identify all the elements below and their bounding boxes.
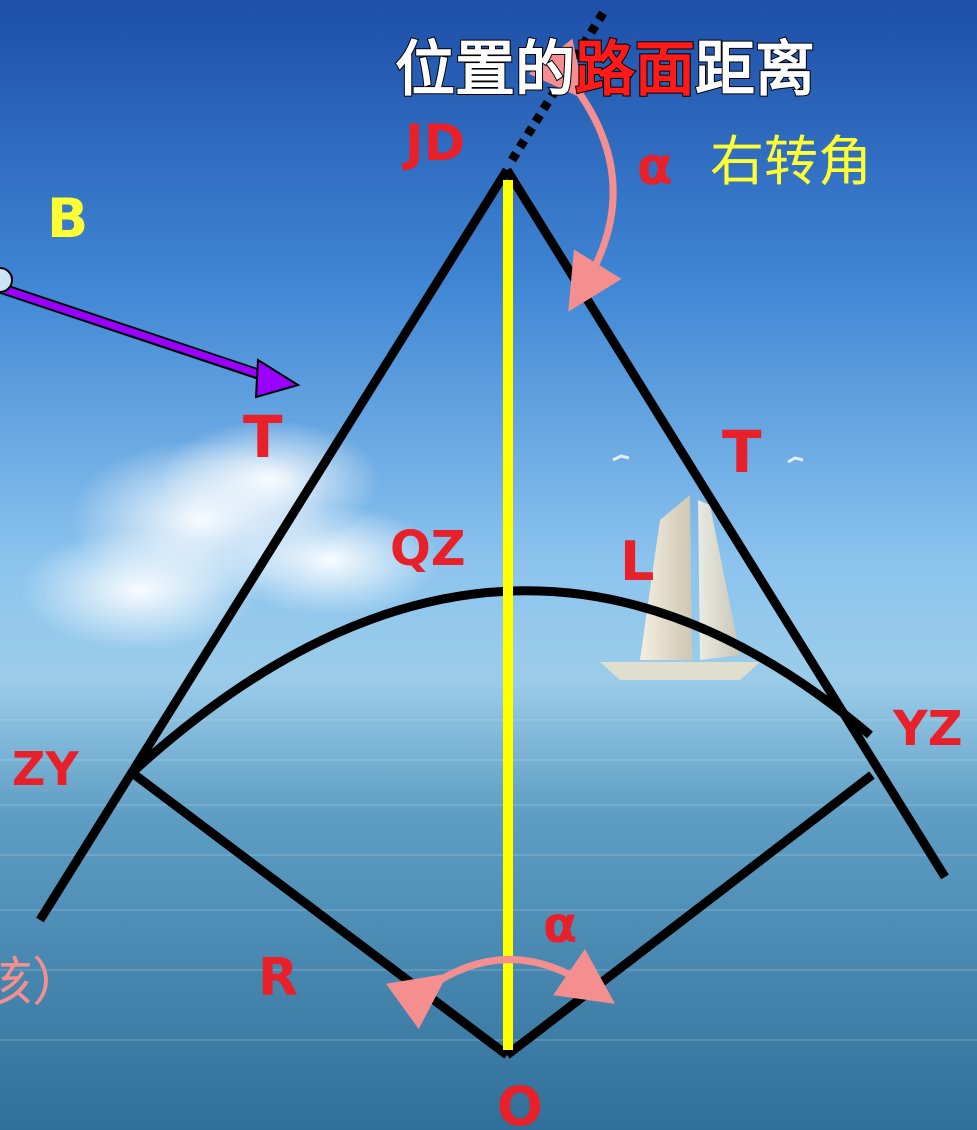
pointer-arrow-head — [254, 358, 301, 399]
pointer-arrow-line-fill — [0, 284, 270, 381]
label-jd: JD — [402, 114, 465, 172]
tangent-line-left — [36, 167, 511, 923]
pointer-arrow-origin — [0, 267, 13, 293]
label-t-right: T — [722, 418, 762, 486]
cloud — [20, 420, 440, 650]
title-part-3: 距离 — [695, 35, 815, 105]
label-right-turn-angle: 右转角 — [710, 130, 872, 193]
label-alpha-central: α — [543, 896, 577, 954]
page-title: 位置的路面距离 — [395, 35, 815, 105]
central-angle-arrow — [385, 949, 616, 1030]
title-part-1: 位置的 — [395, 35, 575, 105]
label-r: R — [258, 948, 298, 1008]
title-part-2: 路面 — [575, 35, 695, 105]
partial-text-left-edge: 核） — [0, 953, 84, 1013]
label-zy: ZY — [12, 742, 79, 796]
birds — [612, 454, 804, 464]
label-b: B — [47, 187, 88, 250]
label-alpha-deflection: α — [637, 137, 673, 197]
label-o: O — [497, 1075, 543, 1130]
deflection-angle-arrow — [528, 38, 622, 312]
label-t-left: T — [243, 403, 283, 471]
label-qz: QZ — [390, 521, 466, 577]
label-l: L — [620, 530, 654, 593]
label-yz: YZ — [892, 701, 963, 757]
